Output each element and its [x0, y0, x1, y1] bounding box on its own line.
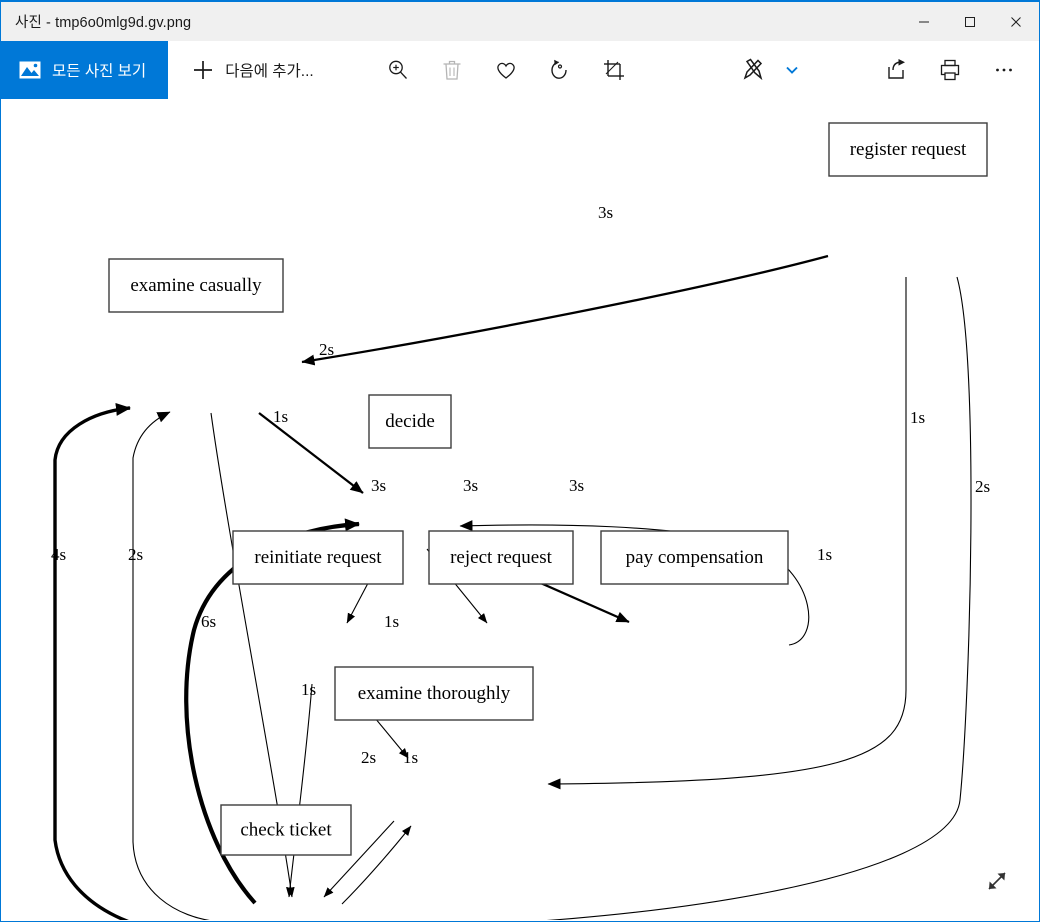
node-label: register request — [850, 139, 967, 160]
ellipsis-icon — [996, 68, 1012, 72]
close-button[interactable] — [993, 2, 1039, 41]
title-bar: 사진 - tmp6o0mlg9d.gv.png — [1, 0, 1039, 41]
window-title: 사진 - tmp6o0mlg9d.gv.png — [15, 15, 192, 31]
graph-node-reject-request: reject request — [428, 530, 574, 585]
zoom-button[interactable] — [371, 41, 425, 99]
edge-label-register-request-to-examine-thoroughly: 1s — [910, 408, 925, 427]
graph-node-examine-casually: examine casually — [108, 258, 284, 313]
print-button[interactable] — [923, 41, 977, 99]
share-button[interactable] — [869, 41, 923, 99]
draw-button[interactable] — [727, 41, 781, 99]
graph-node-reinitiate-request: reinitiate request — [232, 530, 404, 585]
node-label: decide — [385, 411, 435, 432]
draw-pen-icon — [743, 58, 763, 81]
edge-register-request-to-examine-casually — [301, 254, 829, 366]
edge-label-examine-casually-to-decide: 2s — [319, 340, 334, 359]
close-icon — [1011, 16, 1021, 27]
edge-label-check-ticket-to-decide: 6s — [201, 612, 216, 631]
node-label: examine thoroughly — [358, 683, 511, 704]
minimize-icon — [919, 21, 929, 22]
graph-node-pay-compensation: pay compensation — [600, 530, 789, 585]
expand-arrows-icon[interactable] — [984, 868, 1010, 894]
crop-icon — [604, 60, 624, 80]
edge-label-check-ticket-to-examine-casually: 2s — [128, 545, 143, 564]
node-label: reinitiate request — [254, 547, 382, 568]
chevron-down-icon — [786, 66, 798, 74]
rotate-button[interactable] — [533, 41, 587, 99]
zoom-in-icon — [389, 60, 407, 79]
node-label: examine casually — [130, 275, 262, 296]
minimize-button[interactable] — [901, 2, 947, 41]
trash-icon — [443, 60, 461, 80]
edge-label-decide-to-reinitiate-request: 3s — [371, 476, 386, 495]
node-box — [600, 530, 789, 585]
edge-check-ticket-to-examine-casually-2s — [132, 411, 210, 920]
add-to-button[interactable]: 다음에 추가... — [168, 41, 330, 99]
node-box — [334, 666, 534, 721]
crop-button[interactable] — [587, 41, 641, 99]
edge-examine-thoroughly-to-check-ticket — [323, 820, 395, 898]
edge-label-decide-to-reject-request: 3s — [463, 476, 478, 495]
graph-nodes: register request examine casually decide re… — [108, 122, 988, 856]
print-icon — [940, 59, 960, 81]
maximize-button[interactable] — [947, 2, 993, 41]
node-box — [428, 530, 574, 585]
graph-node-register-request: register request — [828, 122, 988, 177]
graph-node-decide: decide — [368, 394, 452, 449]
photo-icon — [19, 61, 41, 78]
edge-label-reinitiate-request-to-check-ticket: 1s — [301, 680, 316, 699]
graph-edges — [53, 254, 972, 920]
edge-reinitiate-request-to-check-ticket — [286, 683, 313, 898]
edge-register-request-to-check-ticket — [545, 276, 972, 920]
edge-label-examine-casually-to-check-ticket: 1s — [273, 407, 288, 426]
edge-label-decide-to-pay-compensation: 3s — [569, 476, 584, 495]
edge-label-reinitiate-request-to-examine-thoroughly: 1s — [384, 612, 399, 631]
maximize-icon — [965, 16, 975, 27]
window-controls — [901, 2, 1039, 41]
node-box — [232, 530, 404, 585]
node-box — [108, 258, 284, 313]
draw-more-button[interactable] — [781, 41, 803, 99]
share-tools-group — [869, 41, 1031, 99]
edge-label-check-ticket-to-examine-casually: 4s — [51, 545, 66, 564]
favorite-button[interactable] — [479, 41, 533, 99]
plus-icon — [194, 60, 213, 79]
all-photos-label: 모든 사진 보기 — [52, 62, 147, 80]
edge-examine-casually-to-decide — [258, 412, 364, 494]
share-icon — [888, 59, 905, 79]
node-box — [368, 394, 452, 449]
edge-label-check-ticket-to-examine-thoroughly: 1s — [403, 748, 418, 767]
image-canvas[interactable]: register request examine casually decide re… — [2, 100, 1038, 920]
add-to-label: 다음에 추가... — [225, 62, 314, 80]
graph-node-examine-thoroughly: examine thoroughly — [334, 666, 534, 721]
edge-register-request-to-examine-thoroughly — [547, 277, 907, 790]
edge-check-ticket-to-examine-thoroughly — [341, 825, 412, 905]
more-button[interactable] — [977, 41, 1031, 99]
graph-edge-labels: 3s 2s 1s 2s 4s 2s 6s 1s 3s 3s 3s 1s 1s 2s 1s 1s — [51, 203, 990, 767]
all-photos-button[interactable]: 모든 사진 보기 — [1, 40, 169, 99]
draw-group — [727, 41, 803, 99]
node-box — [828, 122, 988, 177]
edit-tools-group — [371, 41, 803, 99]
edge-label-examine-thoroughly-to-check-ticket: 2s — [361, 748, 376, 767]
graph-node-check-ticket: check ticket — [220, 804, 352, 856]
edge-check-ticket-to-examine-casually-4s — [53, 403, 131, 920]
edge-label-register-request-to-check-ticket: 2s — [975, 477, 990, 496]
node-box — [220, 804, 352, 856]
delete-button[interactable] — [425, 41, 479, 99]
node-label: check ticket — [240, 819, 332, 840]
rotate-icon — [551, 59, 567, 79]
process-graph: register request examine casually decide re… — [51, 122, 990, 920]
node-label: pay compensation — [626, 547, 764, 568]
node-label: reject request — [450, 547, 553, 568]
edge-label-pay-compensation-to-decide: 1s — [817, 545, 832, 564]
heart-icon — [497, 62, 515, 79]
edge-label-register-request-to-examine-casually: 3s — [598, 203, 613, 222]
command-bar: 모든 사진 보기 다음에 추가... — [1, 40, 1039, 99]
